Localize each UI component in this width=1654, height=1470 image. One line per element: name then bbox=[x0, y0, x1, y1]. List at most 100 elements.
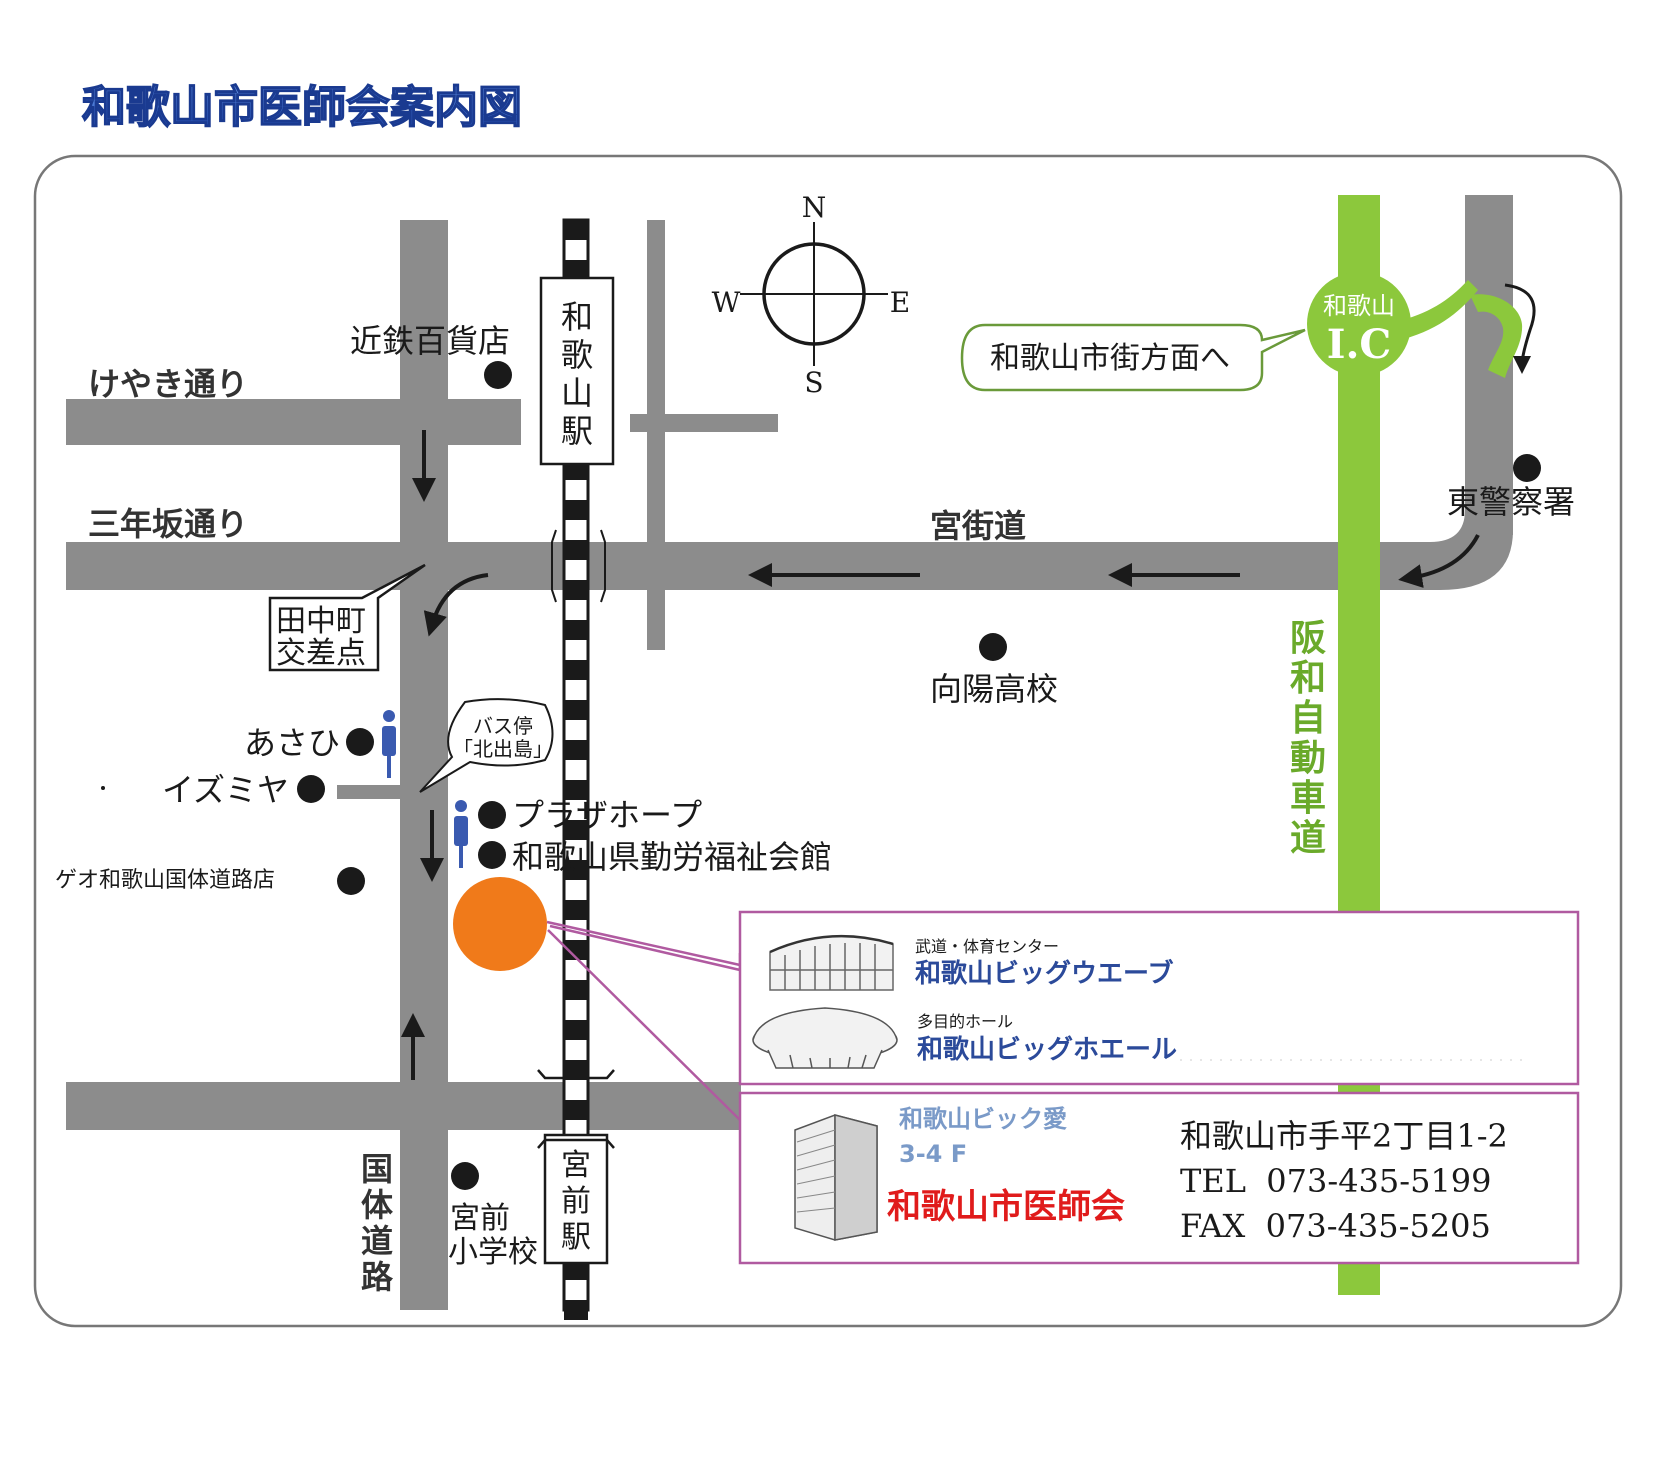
road-label-keyaki: けやき通り bbox=[88, 365, 248, 403]
facility1-subtitle: 武道・体育センター bbox=[915, 937, 1059, 956]
label-plaza-hope: プラザホープ bbox=[512, 796, 702, 834]
building-icon bbox=[794, 1114, 878, 1241]
rail-tie bbox=[564, 1300, 588, 1320]
hanwa-v-char: 車 bbox=[1290, 778, 1326, 819]
rail-tie bbox=[564, 1060, 588, 1080]
wakayama-v-char: 歌 bbox=[561, 336, 593, 374]
info-box-facilities: 武道・体育センター 和歌山ビッグウエーブ 多目的ホール 和歌山ビッグホエール bbox=[738, 910, 1580, 1086]
koyo-dot bbox=[979, 633, 1007, 661]
kintetsu-dot bbox=[484, 361, 512, 389]
wakayama-v-char: 駅 bbox=[561, 412, 593, 450]
ic-marker: 和歌山 I.C bbox=[1307, 272, 1411, 376]
building-floor: 3-4 F bbox=[899, 1140, 967, 1168]
label-kintetsu: 近鉄百貨店 bbox=[350, 322, 510, 360]
ic-code: I.C bbox=[1327, 321, 1391, 368]
facility2-subtitle: 多目的ホール bbox=[917, 1012, 1013, 1031]
hanwa-v-char: 道 bbox=[1290, 818, 1326, 859]
clinic-tel: TEL 073-435-5199 bbox=[1180, 1162, 1492, 1200]
rail-tie bbox=[564, 740, 588, 760]
rail-tie bbox=[564, 540, 588, 560]
info-box-clinic: 和歌山ビック愛 3-4 F 和歌山市医師会 和歌山市手平2丁目1-2 TEL 0… bbox=[738, 1059, 1580, 1265]
landmarks bbox=[101, 361, 1541, 1190]
rail-tie bbox=[564, 620, 588, 640]
kokutai-v-char: 道 bbox=[361, 1222, 393, 1260]
clinic-address: 和歌山市手平2丁目1-2 bbox=[1180, 1117, 1508, 1155]
kokutai-v-char: 体 bbox=[361, 1186, 393, 1224]
label-miyamae-station: 宮前駅 bbox=[561, 1148, 591, 1255]
rail-tie bbox=[564, 700, 588, 720]
label-geo: ゲオ和歌山国体道路店 bbox=[55, 868, 275, 893]
road-label-miyakaido: 宮街道 bbox=[930, 507, 1026, 545]
rail-tie bbox=[564, 940, 588, 960]
miyamae-v-char: 宮 bbox=[561, 1148, 591, 1183]
label-izumiya: イズミヤ bbox=[162, 771, 289, 809]
compass-s: S bbox=[804, 366, 823, 399]
geo-dot bbox=[337, 867, 365, 895]
label-miyamae-school-2: 小学校 bbox=[448, 1235, 538, 1270]
road-thin-ns bbox=[647, 220, 665, 650]
clinic-name: 和歌山市医師会 bbox=[887, 1187, 1125, 1227]
rail-tie bbox=[564, 980, 588, 1000]
bus-stop-name-1: バス停 bbox=[473, 714, 533, 738]
bridge-bracket-left bbox=[551, 529, 557, 603]
label-koyo: 向陽高校 bbox=[930, 670, 1058, 708]
kinro-dot bbox=[478, 841, 506, 869]
compass-icon: N S W E bbox=[712, 191, 911, 399]
intersection-line1: 田中町 bbox=[276, 604, 366, 639]
rail-tie bbox=[564, 900, 588, 920]
road-label-kokutai: 国体道路 bbox=[361, 1150, 394, 1296]
road-east-curve bbox=[1395, 510, 1513, 590]
clinic-fax: FAX 073-435-5205 bbox=[1180, 1207, 1491, 1245]
miyamae-school-dot bbox=[451, 1162, 479, 1190]
plaza-hope-dot bbox=[478, 801, 506, 829]
rail-tie bbox=[564, 1100, 588, 1120]
dome-icon bbox=[752, 1007, 898, 1069]
road-izumiya-spur bbox=[337, 785, 402, 799]
road-kokutai bbox=[400, 220, 448, 1310]
rail-tie bbox=[564, 500, 588, 520]
rail-tie bbox=[564, 220, 588, 240]
bus-stop-icon bbox=[382, 710, 396, 778]
compass-w: W bbox=[712, 286, 741, 319]
road-label-sannenzaka: 三年坂通り bbox=[88, 505, 248, 543]
road-sannenzaka-miyakaido bbox=[66, 542, 1401, 590]
miyamae-v-char: 前 bbox=[561, 1184, 591, 1219]
traffic-arrows bbox=[401, 283, 1536, 1080]
ic-name: 和歌山 bbox=[1323, 292, 1395, 320]
rail-tie bbox=[564, 820, 588, 840]
izumiya-dot bbox=[297, 775, 325, 803]
miyamae-bracket-bottom bbox=[537, 1138, 615, 1149]
map-title: 和歌山市医師会案内図 bbox=[82, 82, 522, 133]
miyamae-station bbox=[543, 1133, 609, 1265]
bridge-bracket-right bbox=[600, 529, 606, 603]
rail-tie bbox=[564, 260, 588, 280]
label-asahi: あさひ bbox=[244, 724, 340, 762]
ic-callout-text: 和歌山市街方面へ bbox=[990, 341, 1230, 376]
label-miyamae-school-1: 宮前 bbox=[450, 1201, 510, 1236]
stray-dot bbox=[101, 786, 105, 790]
intersection-callout: 田中町 交差点 bbox=[268, 563, 426, 672]
hanwa-v-char: 動 bbox=[1290, 738, 1326, 779]
road-keyaki bbox=[66, 399, 521, 445]
rail-tie bbox=[564, 1260, 588, 1280]
hanwa-v-char: 自 bbox=[1290, 698, 1326, 739]
kokutai-v-char: 路 bbox=[361, 1258, 394, 1296]
miyamae-bracket-top bbox=[537, 1069, 615, 1080]
label-kinro: 和歌山県勤労福祉会館 bbox=[512, 838, 832, 876]
arena-icon bbox=[769, 934, 894, 991]
rail-tie bbox=[564, 1020, 588, 1040]
building-name: 和歌山ビック愛 bbox=[899, 1105, 1067, 1133]
destination-marker bbox=[453, 877, 547, 971]
compass-e: E bbox=[890, 286, 910, 319]
police-dot bbox=[1513, 454, 1541, 482]
rail-tie bbox=[564, 660, 588, 680]
hanwa-v-char: 阪 bbox=[1290, 618, 1326, 659]
miyamae-v-char: 駅 bbox=[561, 1220, 591, 1255]
compass-n: N bbox=[802, 191, 827, 224]
wakayama-station bbox=[539, 276, 615, 466]
bus-stop-callout: バス停 「北出島」 bbox=[419, 698, 554, 793]
roads bbox=[66, 195, 1513, 1310]
